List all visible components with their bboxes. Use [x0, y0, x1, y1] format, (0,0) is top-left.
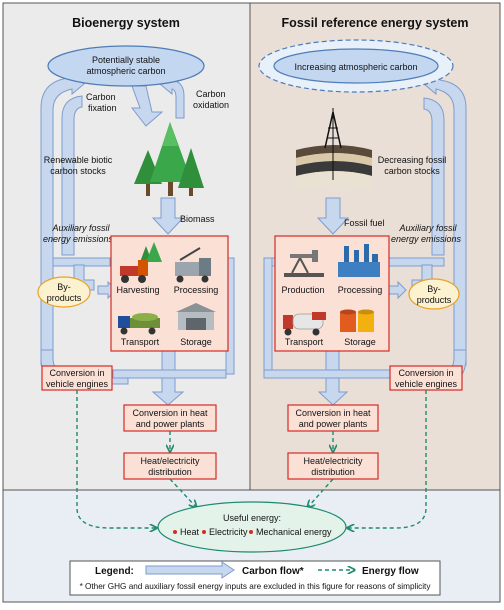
bullet-icon: [202, 530, 206, 534]
legend: Legend: Carbon flow* Energy flow * Other…: [69, 560, 441, 596]
right-title: Fossil reference energy system: [282, 16, 469, 30]
oil-pump-icon: [284, 250, 324, 277]
left-engines-line2: vehicle engines: [46, 379, 109, 389]
right-aux-emissions-line2: energy emissions: [391, 234, 462, 244]
right-engines-line1: Conversion in: [398, 368, 453, 378]
left-atmosphere: Potentially stable atmospheric carbon: [47, 45, 205, 87]
right-distribution-line2: distribution: [311, 467, 355, 477]
left-heat-power-box: Conversion in heat and power plants: [123, 404, 217, 432]
right-engines-line2: vehicle engines: [395, 379, 458, 389]
useful-energy-electricity: Electricity: [209, 527, 248, 537]
storage-shed-icon: [176, 303, 216, 330]
left-title: Bioenergy system: [72, 16, 180, 30]
transport-truck-icon: [118, 313, 160, 335]
left-engines-line1: Conversion in: [49, 368, 104, 378]
energy-flows: [76, 390, 427, 528]
tanker-truck-icon: [283, 312, 326, 336]
right-byproducts-line2: products: [417, 295, 452, 305]
right-vehicle-engines-box: Conversion in vehicle engines: [389, 365, 463, 391]
biomass-label: Biomass: [180, 214, 215, 224]
legend-energy-flow: Energy flow: [362, 566, 419, 577]
left-distribution-box: Heat/electricity distribution: [123, 452, 217, 480]
right-heat-power-line2: and power plants: [299, 419, 368, 429]
useful-energy-heat: Heat: [180, 527, 200, 537]
right-aux-emissions-line1: Auxiliary fossil: [398, 223, 457, 233]
carbon-fixation-line2: fixation: [88, 103, 117, 113]
left-heat-power-line2: and power plants: [136, 419, 205, 429]
right-atmosphere: Increasing atmospheric carbon: [258, 39, 454, 93]
left-activity-storage: Storage: [180, 337, 212, 347]
carbon-flow-arrow-icon: [145, 561, 235, 579]
processing-truck-icon: [175, 247, 211, 283]
fossil-stocks-line2: carbon stocks: [384, 166, 440, 176]
left-aux-emissions-line2: energy emissions: [43, 234, 114, 244]
carbon-oxidation-line2: oxidation: [193, 100, 229, 110]
useful-energy-title: Useful energy:: [223, 513, 281, 523]
bullet-icon: [173, 530, 177, 534]
right-atmosphere-text: Increasing atmospheric carbon: [294, 62, 417, 72]
left-activity-transport: Transport: [121, 337, 160, 347]
right-activity-processing: Processing: [338, 285, 383, 295]
biotic-stocks-line2: carbon stocks: [50, 166, 106, 176]
carbon-fixation-line1: Carbon: [86, 92, 116, 102]
right-byproducts-line1: By-: [427, 284, 441, 294]
left-aux-emissions-line1: Auxiliary fossil: [51, 223, 110, 233]
legend-carbon-flow: Carbon flow*: [242, 566, 304, 577]
left-byproducts-line2: products: [47, 293, 82, 303]
right-heat-power-box: Conversion in heat and power plants: [287, 404, 379, 432]
right-activity-transport: Transport: [285, 337, 324, 347]
left-byproducts: By- products: [37, 276, 91, 308]
left-heat-power-line1: Conversion in heat: [132, 408, 208, 418]
left-activity-processing: Processing: [174, 285, 219, 295]
legend-label: Legend:: [95, 566, 134, 577]
right-distribution-box: Heat/electricity distribution: [287, 452, 379, 480]
useful-energy: Useful energy: Heat Electricity Mechanic…: [157, 501, 347, 553]
harvester-icon: [120, 242, 162, 283]
fuel-tanks-icon: [340, 309, 374, 332]
right-distribution-line1: Heat/electricity: [303, 456, 363, 466]
left-vehicle-engines-box: Conversion in vehicle engines: [41, 365, 113, 391]
fossil-fuel-label: Fossil fuel: [344, 218, 385, 228]
left-atmosphere-line2: atmospheric carbon: [86, 66, 165, 76]
right-activity-production: Production: [281, 285, 324, 295]
left-atmosphere-line1: Potentially stable: [92, 55, 160, 65]
left-byproducts-line1: By-: [57, 282, 71, 292]
right-activities-box: Production Processing Transport Storage: [274, 235, 390, 352]
left-distribution-line2: distribution: [148, 467, 192, 477]
right-byproducts: By- products: [408, 278, 460, 310]
right-heat-power-line1: Conversion in heat: [295, 408, 371, 418]
bullet-icon: [249, 530, 253, 534]
left-activity-harvesting: Harvesting: [116, 285, 159, 295]
legend-footnote: * Other GHG and auxiliary fossil energy …: [80, 582, 432, 591]
biotic-stocks-line1: Renewable biotic: [44, 155, 113, 165]
oil-derrick-icon: [296, 108, 372, 190]
left-distribution-line1: Heat/electricity: [140, 456, 200, 466]
left-activities-box: Harvesting Processing Transport Storage: [110, 235, 229, 352]
forest-icon: [134, 122, 204, 196]
right-activity-storage: Storage: [344, 337, 376, 347]
carbon-oxidation-line1: Carbon: [196, 89, 226, 99]
fossil-stocks-line1: Decreasing fossil: [378, 155, 447, 165]
useful-energy-mechanical: Mechanical energy: [256, 527, 332, 537]
refinery-icon: [338, 244, 380, 277]
